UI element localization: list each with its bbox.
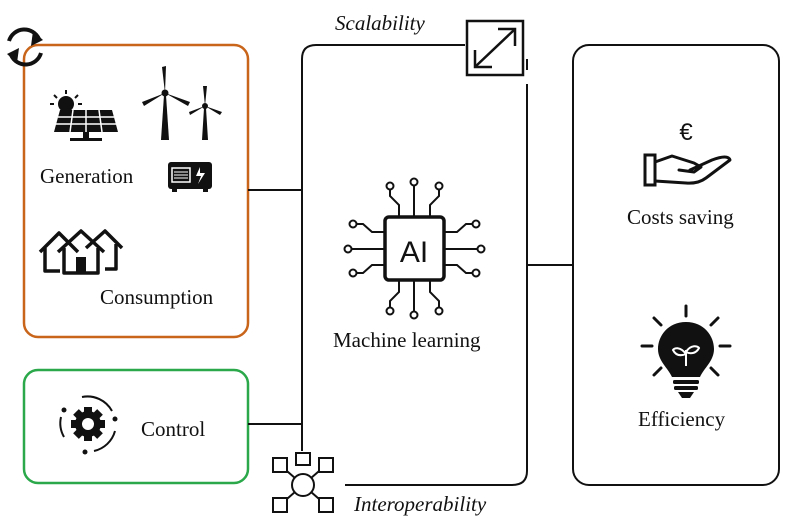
efficiency-label: Efficiency — [638, 407, 726, 431]
control-box — [22, 368, 250, 485]
consumption-label: Consumption — [100, 285, 214, 309]
interoperability-label: Interoperability — [354, 492, 487, 516]
refresh-icon — [7, 27, 43, 67]
solar-panel-icon — [50, 90, 118, 141]
scalability-label: Scalability — [335, 11, 425, 35]
control-label: Control — [141, 417, 206, 441]
gear-cycle-icon — [59, 395, 118, 455]
houses-icon — [38, 229, 124, 275]
middle-box — [301, 44, 528, 486]
eco-bulb-icon — [640, 304, 732, 398]
costs-saving-label: Costs saving — [627, 205, 734, 229]
wind-turbines-icon — [142, 66, 222, 140]
network-nodes-icon — [266, 451, 342, 519]
machine-learning-label: Machine learning — [333, 328, 481, 352]
generator-icon — [168, 162, 212, 192]
euro-symbol: € — [679, 119, 693, 146]
generation-label: Generation — [40, 164, 134, 188]
euro-hand-icon: € — [643, 119, 732, 187]
ai-chip-icon — [343, 177, 486, 320]
expand-arrows-icon — [465, 19, 525, 77]
ai-chip-label: AI — [400, 236, 428, 269]
